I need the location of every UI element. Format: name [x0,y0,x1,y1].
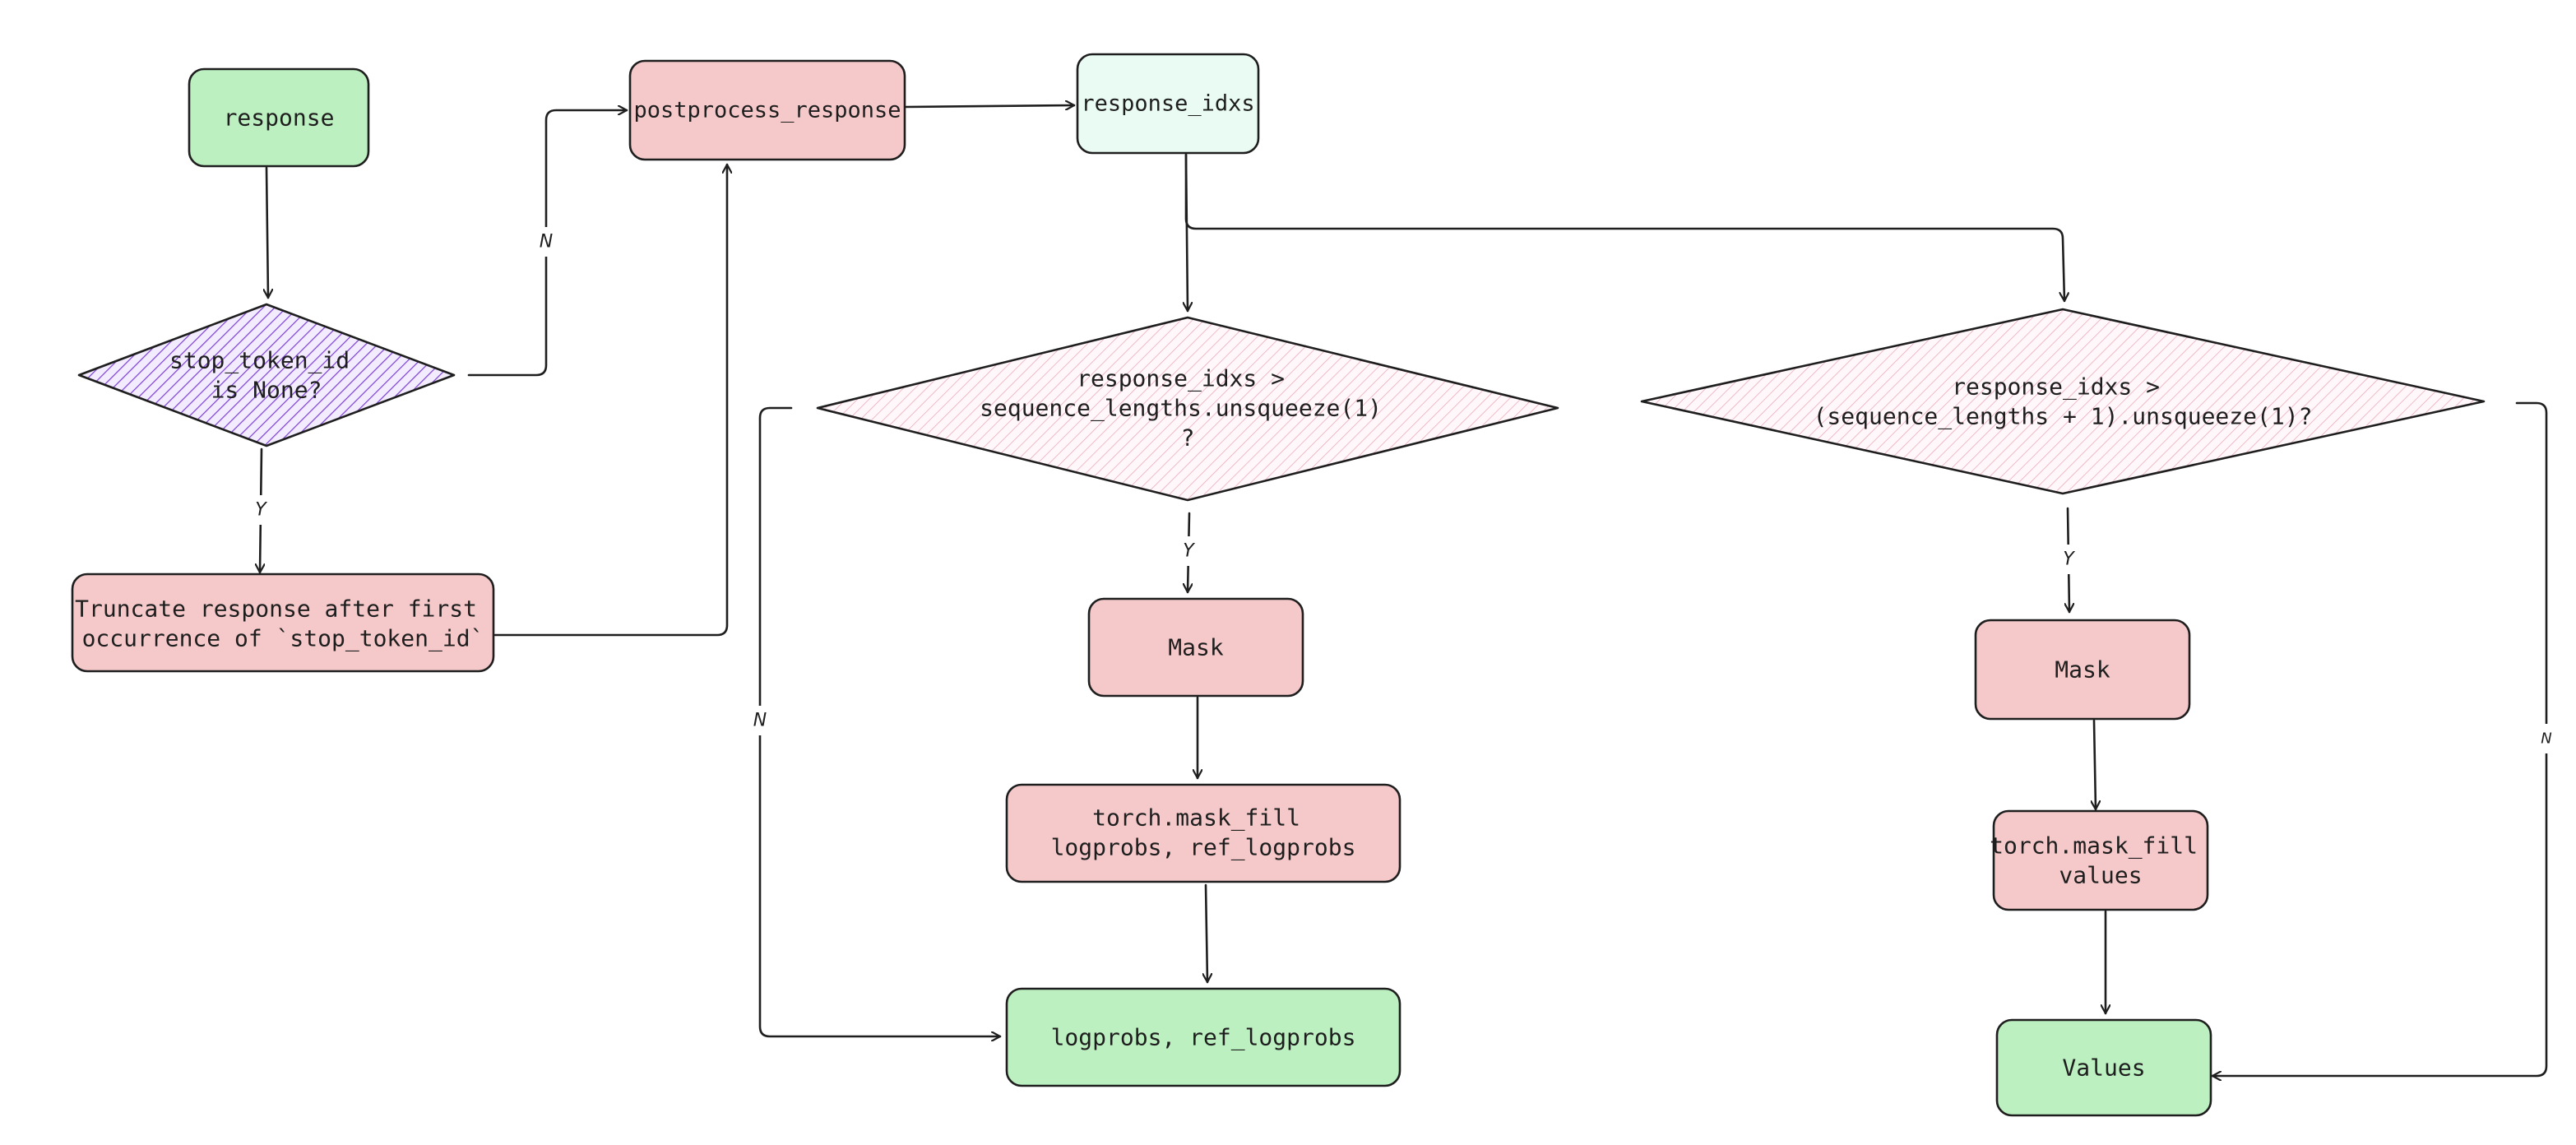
cmp-values-line-2: (sequence_lengths + 1).unsqueeze(1)? [1814,403,2313,431]
fill-values-line-1: torch.mask_fill [1990,832,2198,860]
cmp-logprobs-text: response_idxs > sequence_lengths.unsquee… [980,357,1396,452]
out-logprobs-box [1005,987,1402,1087]
edge-cmp-values-no [2211,401,2548,1076]
edge-labels: N Y Y N Y N [248,227,2556,753]
mask-right-text: Mask [2055,656,2110,684]
postprocess-box [628,59,906,161]
edge-label-values-yes: Y [2063,549,2075,570]
edge-fill-to-out-logprobs [1206,883,1207,984]
node-cmp-values: response_idxs > (sequence_lengths + 1).u… [1640,308,2486,495]
fill-values-box [1992,809,2209,911]
node-response: response [188,67,370,168]
cmp-logprobs-line-2: sequence_lengths.unsqueeze(1) [980,395,1382,423]
response-box [188,67,370,168]
postprocess-text: postprocess_response [633,98,901,123]
truncate-line-1: Truncate response after first [75,596,477,623]
edge-postprocess-to-response-idxs [903,105,1076,107]
out-values-text: Values [2062,1055,2145,1082]
fill-logprobs-text: torch.mask_fill logprobs, ref_logprobs [1051,796,1356,862]
node-fill-logprobs: torch.mask_fill logprobs, ref_logprobs [1005,783,1402,883]
edge-response-to-stop-check [266,166,268,299]
cmp-logprobs-diamond [816,316,1559,502]
cmp-values-line-1: response_idxs > [1952,373,2160,401]
node-stop-check: stop_token_id is None? [77,303,456,447]
node-mask-right: Mask [1974,619,2191,721]
truncate-text: Truncate response after first occurrence… [75,587,491,653]
fill-logprobs-line-1: torch.mask_fill [1092,804,1300,832]
node-truncate: Truncate response after first occurrence… [71,572,495,673]
out-logprobs-text: logprobs, ref_logprobs [1051,1024,1356,1052]
cmp-logprobs-line-1: response_idxs > [1077,365,1285,393]
edge-label-logprobs-no: N [753,711,767,731]
node-response-idxs: response_idxs [1076,53,1260,155]
cmp-logprobs-line-3: ? [1181,424,1195,452]
mask-right-box [1974,619,2191,721]
stop-check-diamond [77,303,456,447]
edge-label-values-no: N [2541,730,2551,748]
cmp-values-diamond [1640,308,2486,495]
response-text: response [224,104,335,132]
truncate-box [71,572,495,673]
edge-truncate-to-postprocess [493,163,727,637]
mask-left-box [1087,597,1304,698]
edge-label-stop-no: N [540,232,553,253]
node-out-logprobs: logprobs, ref_logprobs [1005,987,1402,1087]
cmp-values-text: response_idxs > (sequence_lengths + 1).u… [1814,365,2313,431]
stop-check-line-1: stop_token_id [169,347,350,375]
edge-label-stop-yes: Y [255,500,267,521]
node-mask-left: Mask [1087,597,1304,698]
edge-cmp-logprobs-no [758,406,1002,1036]
edge-mask-right-to-fill [2094,719,2096,811]
fill-logprobs-line-2: logprobs, ref_logprobs [1051,834,1356,862]
node-fill-values: torch.mask_fill values [1990,809,2212,911]
fill-values-line-2: values [2059,862,2142,889]
edges [260,105,2548,1076]
response-idxs-text: response_idxs [1081,91,1254,117]
fill-logprobs-box [1005,783,1402,883]
node-cmp-logprobs: response_idxs > sequence_lengths.unsquee… [816,316,1559,502]
edge-response-idxs-to-cmp-values [1184,153,2064,303]
edge-label-logprobs-yes: Y [1183,541,1195,562]
fill-values-text: torch.mask_fill values [1990,824,2212,889]
stop-check-text: stop_token_id is None? [169,339,364,404]
stop-check-line-2: is None? [211,377,322,404]
node-postprocess: postprocess_response [628,59,906,161]
node-out-values: Values [1995,1018,2212,1117]
truncate-line-2: occurrence of `stop_token_id` [82,625,484,653]
response-idxs-box [1076,53,1260,155]
out-values-box [1995,1018,2212,1117]
mask-left-text: Mask [1168,634,1224,661]
